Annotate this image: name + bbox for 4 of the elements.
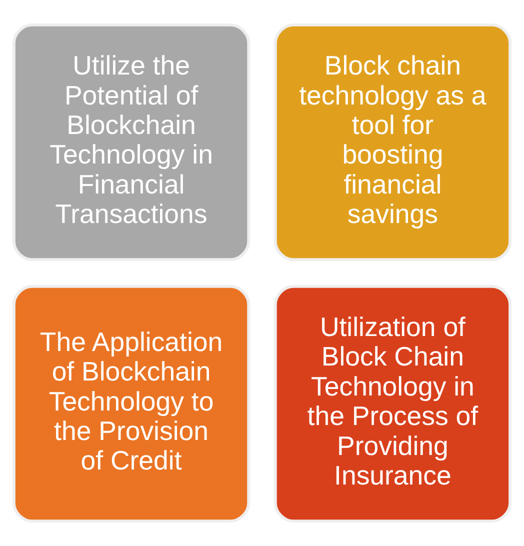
node-box: Block chain technology as a tool for boosting financial savings [274, 23, 512, 262]
node-box: Utilize the Potential of Blockchain Technology in Financial Transactions [12, 23, 250, 262]
node-box: The Application of Blockchain Technology to the Provision of Credit [12, 284, 250, 523]
node-box: Utilization of Block Chain Technology in the Process of Providing Insurance [274, 284, 512, 523]
